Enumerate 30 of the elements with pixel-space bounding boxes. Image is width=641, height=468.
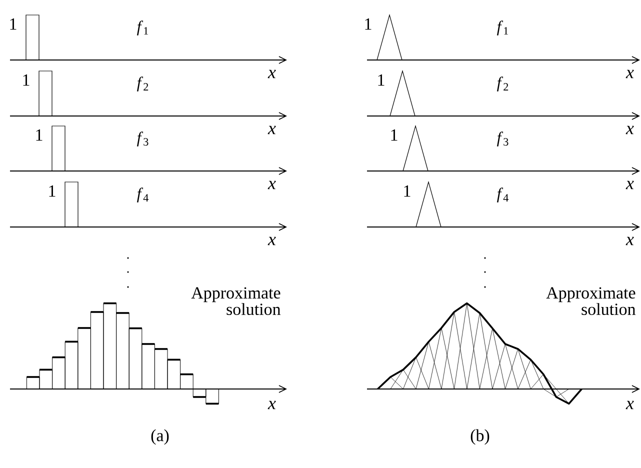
axis-label: x [268, 70, 276, 78]
height-label: 1 [365, 18, 372, 30]
axis-label: x [626, 70, 634, 78]
function-label: f$_{1}$ [136, 20, 148, 36]
axis-label: x [268, 400, 276, 410]
axis-label: x [626, 236, 634, 246]
function-label: f$_{2}$ [136, 76, 148, 92]
curve-label: Approximate solution [546, 287, 636, 316]
panel-label: (b) [470, 429, 490, 445]
function-label: f$_{3}$ [136, 132, 148, 146]
axis-label: x [268, 180, 276, 190]
function-label: f$_{4}$ [136, 188, 149, 202]
height-label: 1 [36, 129, 42, 141]
height-label: 1 [49, 185, 56, 197]
function-label: f$_{2}$ [496, 76, 508, 92]
height-label: 1 [378, 74, 384, 86]
axis-label: x [626, 180, 634, 190]
axis-label: x [626, 126, 634, 134]
height-label: 1 [10, 18, 16, 30]
function-label: f$_{1}$ [496, 20, 508, 36]
axis-label: x [268, 126, 276, 134]
panel-label: (a) [151, 429, 169, 445]
height-label: 1 [391, 129, 398, 141]
function-label: f$_{3}$ [496, 132, 508, 146]
height-label: 1 [404, 185, 410, 197]
function-label: f$_{4}$ [496, 188, 509, 202]
height-label: 1 [23, 74, 30, 86]
axis-label: x [268, 236, 276, 246]
axis-label: x [626, 400, 634, 410]
curve-label: Approximate solution [191, 287, 281, 316]
